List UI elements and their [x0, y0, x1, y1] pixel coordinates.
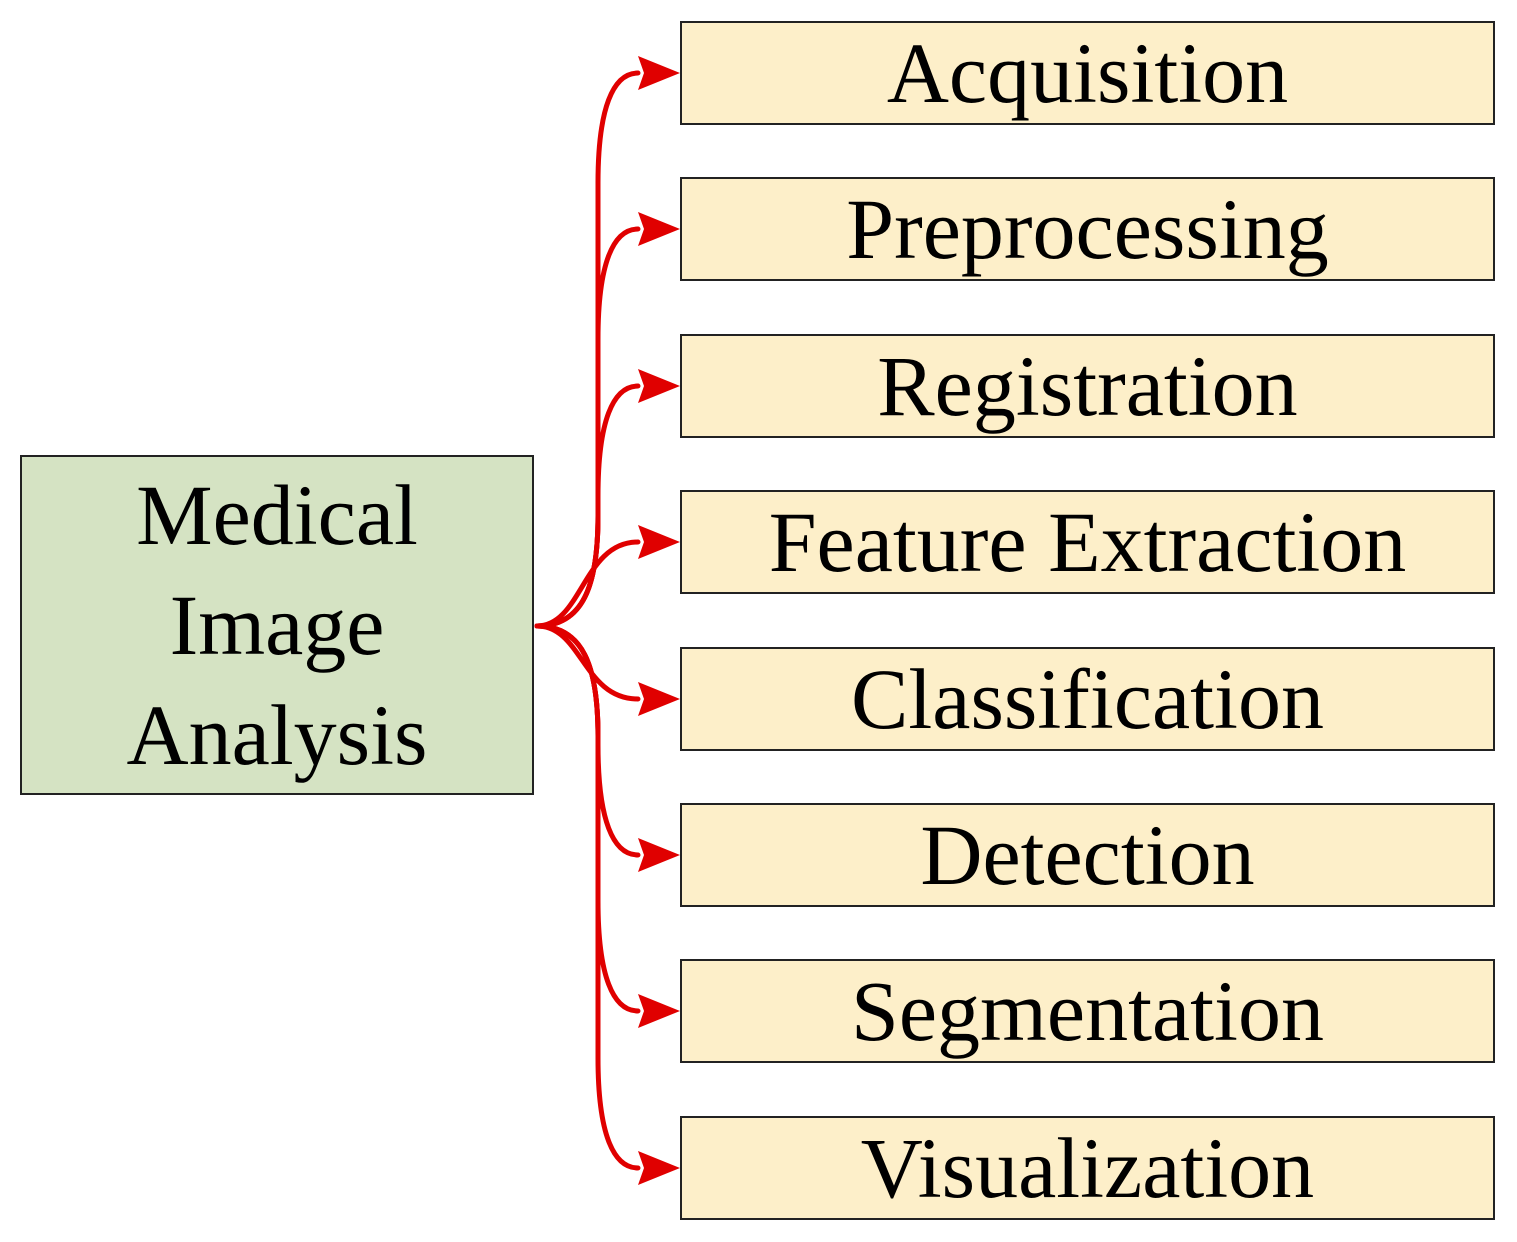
node-registration: Registration	[680, 334, 1495, 438]
connector-preprocessing	[534, 226, 641, 629]
arrowhead-acquisition	[638, 56, 680, 90]
node-segmentation: Segmentation	[680, 959, 1495, 1063]
node-detection: Detection	[680, 803, 1495, 907]
connector-feature-extraction	[534, 539, 641, 629]
node-preprocessing: Preprocessing	[680, 177, 1495, 281]
root-node-medical-image-analysis: Medical Image Analysis	[20, 455, 534, 795]
arrow-group	[534, 56, 680, 1185]
arrowhead-detection	[638, 838, 680, 872]
connector-segmentation	[534, 623, 641, 1014]
node-visualization: Visualization	[680, 1116, 1495, 1220]
node-feature-extraction: Feature Extraction	[680, 490, 1495, 594]
node-acquisition: Acquisition	[680, 21, 1495, 125]
root-label-line-3: Analysis	[126, 687, 428, 783]
arrowhead-preprocessing	[638, 212, 680, 246]
arrowhead-classification	[638, 682, 680, 716]
arrowhead-segmentation	[638, 994, 680, 1028]
root-label-line-1: Medical	[136, 467, 418, 563]
connector-registration	[534, 383, 641, 629]
node-classification: Classification	[680, 647, 1495, 751]
arrowhead-visualization	[638, 1151, 680, 1185]
arrowhead-feature-extraction	[638, 525, 680, 559]
connector-visualization	[534, 623, 641, 1171]
arrowhead-registration	[638, 369, 680, 403]
root-label-line-2: Image	[169, 577, 385, 673]
